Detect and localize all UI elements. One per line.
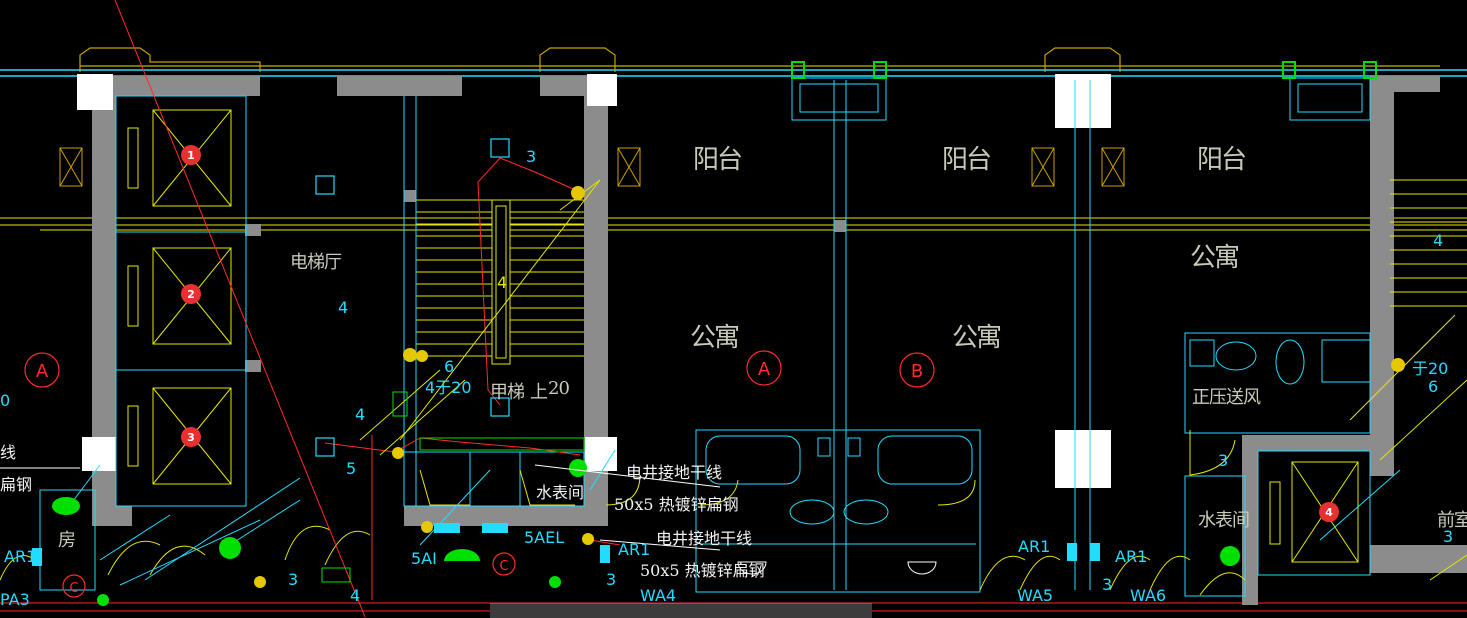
elevator-badge-2 (181, 284, 201, 304)
room-label-apartment-1: 公寓 (690, 323, 739, 353)
window-symbols (59, 147, 1125, 187)
wire-count-3-front: 3 (1443, 527, 1453, 546)
green-devices (52, 459, 1240, 606)
circuit-ar1-left: AR1 (4, 547, 36, 566)
room-label-apartment-3: 公寓 (1190, 243, 1239, 273)
wire-count-3-top: 3 (526, 147, 536, 166)
wire-count-4-right: 4 (1433, 231, 1443, 250)
room-label-apartment-2: 公寓 (952, 323, 1001, 353)
elevator-cars (127, 109, 1371, 576)
yellow-junctions (254, 186, 1405, 588)
green-rail (321, 391, 585, 583)
axis-label-c-left: C (69, 581, 78, 596)
grounding-note-partial-1: 线 (0, 443, 16, 462)
elevator-badges: 1 2 3 4 (181, 145, 1339, 522)
columns (77, 74, 1111, 488)
wire-count-4-bottom: 4 (350, 586, 360, 605)
wire-count-6-right: 6 (1428, 377, 1438, 396)
room-label-water-meter-1: 水表间 (536, 483, 584, 502)
elevator-badge-4-text: 4 (1325, 506, 1333, 519)
stair-treads (416, 179, 1467, 365)
circuit-wa5: WA5 (1017, 586, 1053, 605)
wire-count-4-left: 4 (355, 405, 365, 424)
elevator-badge-3 (181, 427, 201, 447)
room-label-stair-a: 甲梯 (490, 382, 525, 403)
green-markers (791, 61, 1377, 79)
axis-label-a-left: A (36, 361, 49, 382)
grounding-leaders (0, 464, 721, 551)
room-label-elevator-hall: 电梯厅 (290, 252, 342, 273)
outlet-marks (32, 523, 1100, 566)
circuit-pa3: PA3 (0, 590, 30, 609)
wire-count-up-20: 20 (548, 378, 569, 399)
room-label-balcony-1: 阳台 (693, 145, 742, 175)
wash-basins (737, 561, 937, 575)
wire-count-0: 0 (0, 391, 10, 410)
room-label-balcony-2: 阳台 (942, 145, 991, 175)
wire-count-4-stair: 4 (497, 273, 507, 292)
grounding-note-1-line1: 电井接地干线 (626, 463, 722, 482)
wire-count-f20: 于20 (1412, 359, 1448, 378)
grounding-note-1-line2: 50x5 热镀锌扁钢 (614, 495, 739, 514)
wire-count-3-right: 3 (1102, 575, 1112, 594)
room-label-stair-up: 上 (530, 382, 548, 403)
room-label-pit: 房 (58, 530, 75, 551)
wire-count-5: 5 (346, 459, 356, 478)
axis-bubbles (24, 350, 935, 598)
grounding-note-2-line1: 电井接地干线 (656, 529, 752, 548)
walls (92, 76, 1467, 605)
room-label-balcony-3: 阳台 (1197, 145, 1246, 175)
circuit-ar1-right1: AR1 (1018, 537, 1050, 556)
grounding-note-partial-2: 扁钢 (0, 475, 32, 494)
elevator-badge-4 (1319, 502, 1339, 522)
circuit-ar1-right2: AR1 (1115, 547, 1147, 566)
wire-count-3-meter: 3 (1218, 451, 1228, 470)
wire-count-3-bottom: 3 (288, 570, 298, 589)
axis-label-b: B (911, 361, 923, 382)
cornice-outlines (79, 47, 1121, 72)
circuit-ar1-mid: AR1 (618, 540, 650, 559)
wire-count-6: 6 (444, 357, 454, 376)
axis-label-c-mid: C (499, 559, 508, 574)
wiring-cyan (69, 449, 1401, 586)
junction-boxes (315, 138, 510, 457)
room-label-front-room: 前室 (1437, 510, 1467, 531)
circuit-wa4: WA4 (640, 586, 676, 605)
room-label-positive-pressure: 正压送风 (1192, 387, 1261, 408)
wire-count-4-hall: 4 (338, 298, 348, 317)
elevator-badge-1-text: 1 (187, 149, 195, 162)
elevator-badge-2-text: 2 (187, 288, 195, 301)
wire-count-4-20: 4于20 (425, 378, 472, 397)
elevator-badge-1 (181, 145, 201, 165)
wire-count-3-mid: 3 (606, 570, 616, 589)
room-label-water-meter-2: 水表间 (1198, 510, 1249, 531)
axis-label-a-mid: A (758, 359, 771, 380)
circuit-wa6: WA6 (1130, 586, 1166, 605)
command-toolbar[interactable] (490, 603, 872, 618)
elevator-shafts (115, 95, 247, 507)
elevator-badge-3-text: 3 (187, 431, 195, 444)
grounding-note-2-line2: 50x5 热镀锌扁钢 (640, 561, 765, 580)
circuit-5ai: 5AI (411, 549, 437, 568)
interior-partitions (39, 77, 1371, 597)
circuit-5ael: 5AEL (524, 528, 564, 547)
